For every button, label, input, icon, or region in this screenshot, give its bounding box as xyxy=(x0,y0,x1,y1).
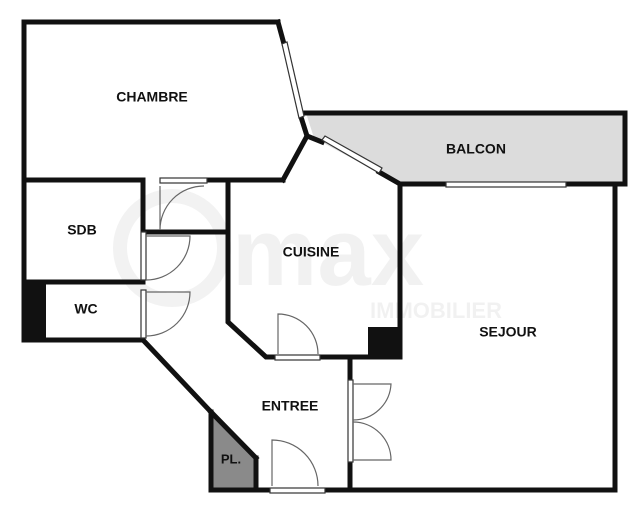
window-kitchen xyxy=(321,135,383,174)
window-sdb-door-sill xyxy=(140,231,147,281)
wall-kitchen-balcony-a xyxy=(303,132,326,146)
door-entree[interactable] xyxy=(271,439,319,487)
window-wc-door-sill xyxy=(140,289,147,339)
wall-sejour-outer xyxy=(347,181,618,493)
window-kitchen-door-sill xyxy=(274,354,321,361)
window-entree-door-sill xyxy=(269,487,326,494)
balcony-area xyxy=(306,113,625,184)
wall-kitchen-balcony-b xyxy=(375,168,404,188)
window-sejour-door-sill xyxy=(347,379,354,463)
watermark: max IMMOBILIER xyxy=(113,189,502,323)
wc-shaft xyxy=(22,282,46,340)
watermark-logo-circle xyxy=(113,189,231,307)
wall-kitchen-bedroom xyxy=(279,132,311,184)
doors xyxy=(145,185,392,487)
door-sdb[interactable] xyxy=(145,235,191,281)
label-cuisine: CUISINE xyxy=(283,244,340,260)
windows xyxy=(140,41,567,494)
label-placard: PL. xyxy=(221,451,241,466)
door-bedroom[interactable] xyxy=(159,185,205,231)
label-sejour: SEJOUR xyxy=(479,324,537,340)
label-chambre: CHAMBRE xyxy=(116,89,188,105)
window-sejour xyxy=(445,181,567,188)
door-wc[interactable] xyxy=(145,291,191,337)
room-labels: CHAMBRE BALCON SDB CUISINE WC SEJOUR ENT… xyxy=(67,89,537,467)
wall-bedroom-diagonal-upper xyxy=(274,18,288,48)
placard-area xyxy=(211,412,256,490)
window-bedroom-door-sill xyxy=(159,177,208,184)
door-sejour-lower[interactable] xyxy=(352,421,392,461)
wall-placard xyxy=(208,409,259,493)
label-entree: ENTREE xyxy=(262,398,319,414)
kitchen-shaft xyxy=(368,327,400,359)
window-bedroom xyxy=(281,41,305,119)
door-kitchen[interactable] xyxy=(277,313,319,355)
door-sejour-upper[interactable] xyxy=(352,383,392,421)
watermark-brand: max xyxy=(232,199,424,306)
label-sdb: SDB xyxy=(67,222,97,238)
wall-kitchen-left xyxy=(225,177,278,360)
label-wc: WC xyxy=(74,301,97,317)
label-balcon: BALCON xyxy=(446,141,506,157)
wall-placard-diagonal xyxy=(207,408,260,462)
wall-corridor-diagonal xyxy=(139,336,215,416)
watermark-subtitle: IMMOBILIER xyxy=(370,298,502,323)
wall-balcony-top xyxy=(303,110,628,187)
